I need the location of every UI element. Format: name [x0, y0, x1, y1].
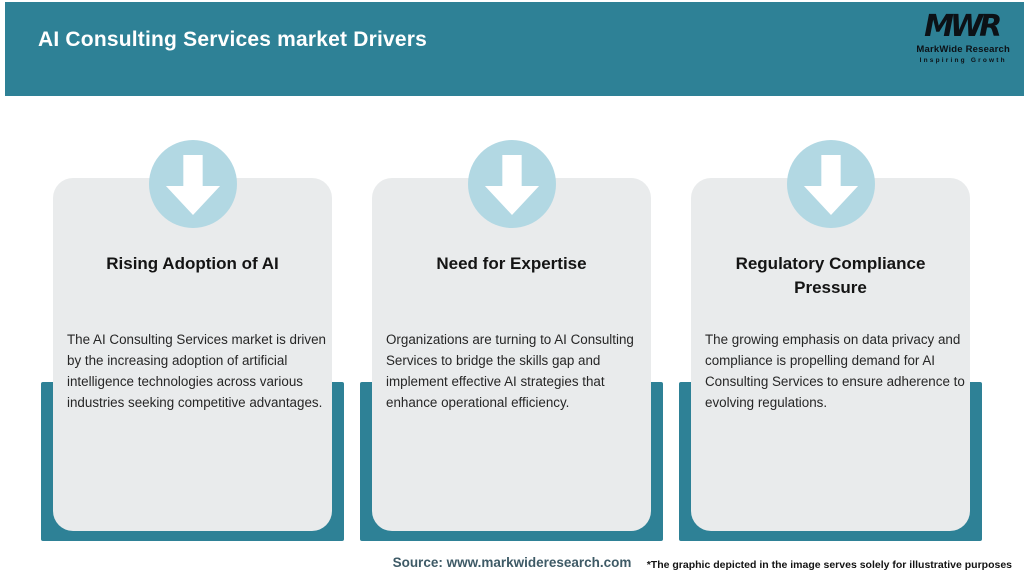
card-title: Rising Adoption of AI — [106, 254, 279, 273]
header-bar: AI Consulting Services market Drivers MW… — [5, 2, 1024, 96]
logo-name: MarkWide Research — [916, 44, 1010, 55]
card-panel — [53, 178, 332, 531]
brand-logo: MWR MarkWide Research Inspiring Growth — [916, 12, 1010, 64]
logo-tagline: Inspiring Growth — [919, 56, 1007, 64]
card-title: Need for Expertise — [436, 254, 587, 273]
disclaimer-text: *The graphic depicted in the image serve… — [646, 559, 1012, 571]
arrow-down-icon — [803, 155, 858, 215]
driver-card-need-for-expertise: Need for Expertise Organizations are tur… — [360, 140, 663, 541]
driver-card-regulatory-compliance: Regulatory Compliance Pressure The growi… — [679, 140, 982, 541]
logo-acronym: MWR — [924, 9, 1002, 44]
page-title: AI Consulting Services market Drivers — [38, 28, 428, 51]
card-title: Regulatory Compliance Pressure — [735, 254, 926, 297]
arrow-down-icon — [165, 155, 220, 215]
card-description: The growing emphasis on data privacy and… — [705, 332, 965, 410]
icon-circle — [786, 140, 875, 228]
arrow-down-icon — [484, 155, 539, 215]
card-description: The AI Consulting Services market is dri… — [67, 332, 326, 410]
source-text: Source: www.markwideresearch.com — [392, 555, 632, 570]
card-panel — [372, 178, 651, 531]
card-panel — [691, 178, 970, 531]
driver-card-rising-adoption: Rising Adoption of AI The AI Consulting … — [41, 140, 344, 541]
icon-circle — [148, 140, 237, 228]
card-description: Organizations are turning to AI Consulti… — [386, 332, 634, 410]
icon-circle — [467, 140, 556, 228]
